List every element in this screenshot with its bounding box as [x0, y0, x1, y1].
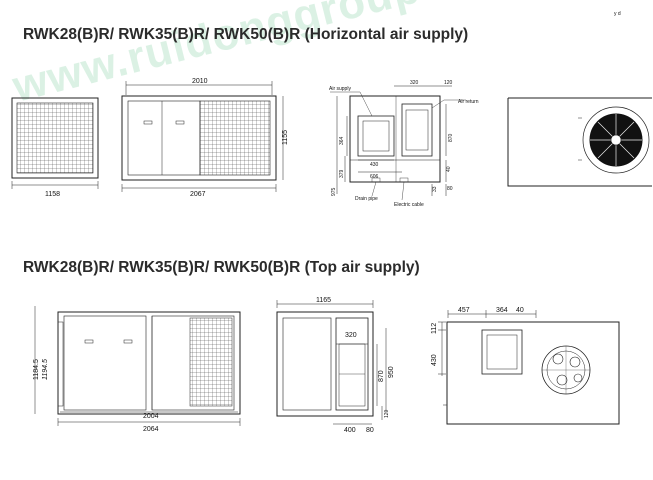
- dim-section-606: 606: [370, 174, 379, 180]
- dim-top-front-height-1: 1184.5: [33, 359, 40, 380]
- dim-top-plan-364: 364: [496, 307, 508, 314]
- dim-section-33: 33: [432, 186, 438, 192]
- dim-top-side-1165: 1165: [316, 297, 331, 304]
- dim-top-plan-457: 457: [458, 307, 470, 314]
- dim-section-364: 364: [339, 136, 345, 145]
- top-front-view: [34, 306, 241, 426]
- horizontal-section-view: [330, 85, 466, 201]
- label-air-supply: Air supply: [329, 86, 351, 92]
- dim-top-side-950: 950: [388, 366, 395, 378]
- dim-section-379: 379: [339, 169, 345, 178]
- label-drain-pipe: Drain pipe: [355, 196, 378, 202]
- top-side-view: [276, 300, 387, 425]
- dim-section-975: 975: [331, 187, 337, 196]
- dim-top-side-120: 120: [384, 409, 390, 418]
- dim-top-front-2064: 2064: [143, 426, 159, 433]
- dim-section-430: 430: [370, 162, 379, 168]
- dim-section-870: 870: [448, 133, 454, 142]
- dim-side-width: 1158: [45, 191, 60, 198]
- dim-section-40: 40: [446, 166, 452, 172]
- dim-top-side-870: 870: [378, 370, 385, 382]
- horizontal-fan-view: [507, 97, 652, 187]
- dim-top-side-400: 400: [344, 427, 356, 434]
- watermark-corner-text: y d: [614, 11, 621, 17]
- dim-top-plan-430: 430: [431, 354, 438, 366]
- dim-front-height: 1155: [282, 130, 289, 145]
- label-air-return: Air return: [458, 99, 479, 105]
- label-electric-cable: Electric cable: [394, 202, 424, 208]
- horizontal-front-view: [121, 81, 284, 192]
- top-plan-view: [438, 310, 620, 425]
- dim-top-side-80: 80: [366, 427, 374, 434]
- dim-section-320: 320: [410, 80, 419, 86]
- horizontal-side-view: [11, 97, 99, 189]
- dim-top-front-2004: 2004: [143, 413, 159, 420]
- dim-top-front-height-2: 1194.5: [42, 359, 49, 380]
- title-horizontal-air-supply: RWK28(B)R/ RWK35(B)R/ RWK50(B)R (Horizon…: [23, 26, 469, 43]
- dim-front-bottom: 2067: [190, 191, 206, 198]
- dim-front-top: 2010: [192, 78, 208, 85]
- dim-section-80: 80: [447, 186, 453, 192]
- title-top-air-supply: RWK28(B)R/ RWK35(B)R/ RWK50(B)R (Top air…: [23, 259, 420, 276]
- dim-top-plan-112: 112: [431, 323, 438, 334]
- dim-section-120: 120: [444, 80, 453, 86]
- dim-top-side-320: 320: [345, 332, 357, 339]
- dim-top-plan-40: 40: [516, 307, 524, 314]
